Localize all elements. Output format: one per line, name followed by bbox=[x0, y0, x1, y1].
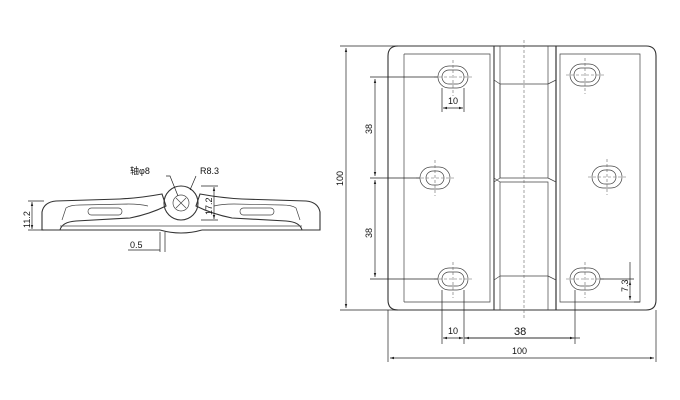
front-knuckle bbox=[494, 45, 557, 311]
shaft-label: 轴φ8 bbox=[130, 165, 150, 176]
gap-label: 0.5 bbox=[130, 240, 143, 250]
side-knuckle bbox=[163, 185, 199, 221]
right-middle-slot bbox=[588, 159, 628, 195]
side-shaft bbox=[172, 194, 190, 212]
front-view: 100 38 38 10 10 38 100 7.3 bbox=[335, 40, 657, 362]
side-left-leaf bbox=[41, 193, 167, 231]
side-left-slot bbox=[87, 207, 123, 216]
front-right-leaf bbox=[555, 45, 657, 311]
left-bottom-slot bbox=[434, 262, 472, 298]
right-bottom-slot bbox=[566, 262, 604, 298]
left-top-slot bbox=[434, 60, 472, 96]
upper-pitch-label: 38 bbox=[364, 124, 374, 134]
side-right-slot bbox=[239, 207, 275, 216]
knuckle-height-label: 17.2 bbox=[204, 197, 214, 215]
side-height-label: 11.2 bbox=[22, 211, 32, 228]
right-top-slot bbox=[566, 58, 604, 94]
slot-bottom-label: 10 bbox=[448, 326, 458, 336]
radius-label: R8.3 bbox=[200, 166, 219, 176]
total-width-label: 100 bbox=[512, 346, 527, 356]
center-spacing-label: 38 bbox=[514, 326, 526, 338]
edge-offset-label: 7.3 bbox=[620, 279, 630, 292]
left-middle-slot bbox=[416, 160, 456, 196]
side-view: 轴φ8 R8.3 17.2 11.2 0.5 bbox=[22, 165, 321, 252]
side-right-leaf bbox=[195, 193, 321, 231]
slot-top-label: 10 bbox=[448, 96, 458, 106]
lower-pitch-label: 38 bbox=[364, 228, 374, 238]
total-height-label: 100 bbox=[335, 171, 345, 186]
